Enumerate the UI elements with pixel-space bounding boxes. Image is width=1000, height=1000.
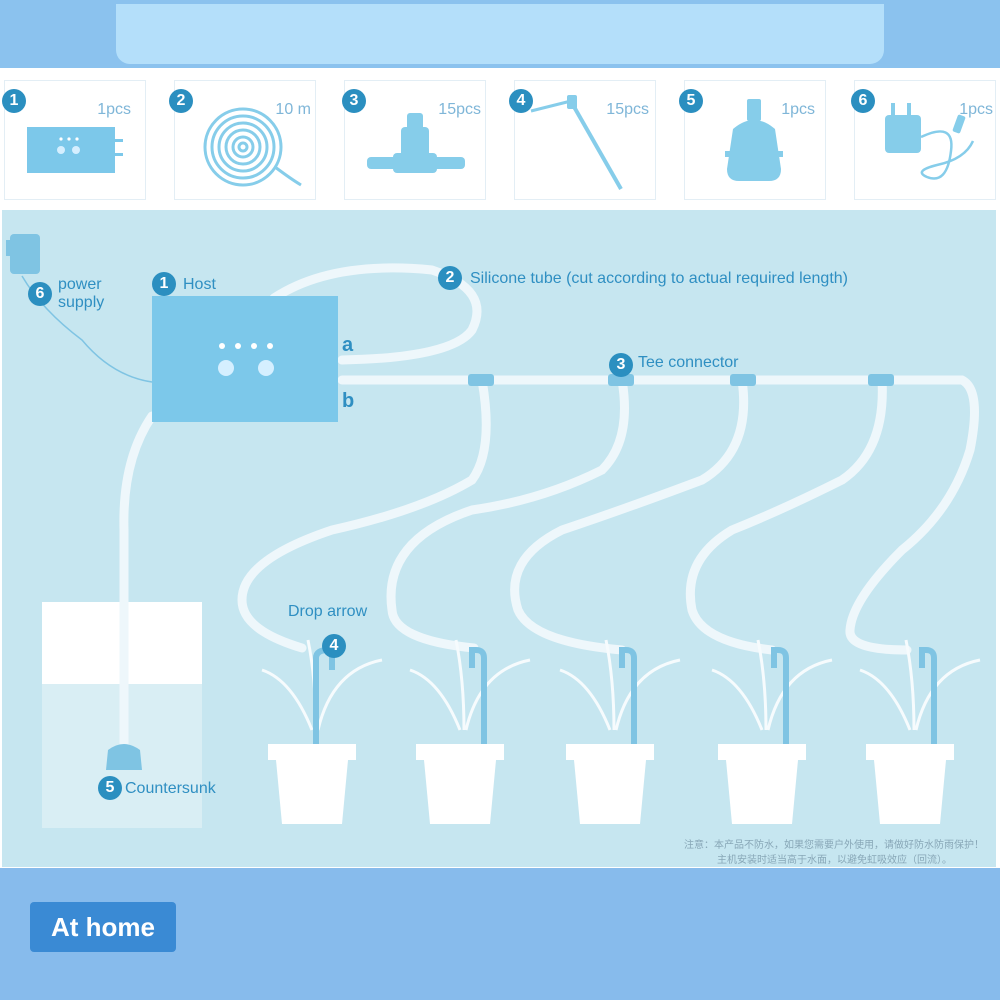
power-adapter-icon — [10, 234, 40, 274]
callout-number: 5 — [98, 776, 122, 800]
part-card-tee: 3 15pcs — [342, 80, 486, 200]
drop-arrow-label: Drop arrow — [288, 603, 368, 620]
part-number: 5 — [679, 89, 703, 113]
host-box-icon — [27, 127, 123, 173]
tee-connectors — [468, 374, 894, 386]
tee-connector-label: Tee connector — [638, 354, 739, 371]
part-number: 3 — [342, 89, 366, 113]
callout-number: 3 — [609, 353, 633, 377]
part-card-tube: 2 10 m — [169, 80, 316, 200]
plant-pots — [261, 639, 981, 824]
warning-note-line2: 主机安装时适当高于水面，以避免虹吸效应（回流）。 — [717, 855, 952, 866]
callout-number: 6 — [28, 282, 52, 306]
part-number: 2 — [169, 89, 193, 113]
parts-list: 1 1pcs 2 10 m 3 15pcs 4 — [0, 68, 1000, 208]
silicone-tubes — [119, 263, 979, 765]
port-b-label: b — [342, 390, 355, 412]
part-quantity: 1pcs — [781, 101, 815, 118]
coiled-tube-icon — [203, 107, 302, 187]
part-quantity: 1pcs — [959, 101, 993, 118]
irrigation-diagram: 6 power supply 1 Host 2 Silicone tube (c… — [2, 210, 996, 867]
top-banner-panel — [116, 4, 884, 64]
part-quantity: 15pcs — [438, 101, 481, 118]
countersunk-label: Countersunk — [125, 780, 216, 797]
part-card-drop-arrow: 4 15pcs — [509, 80, 656, 200]
tee-connector-icon — [367, 113, 465, 173]
part-quantity: 1pcs — [97, 101, 131, 118]
host-unit — [152, 296, 338, 422]
drop-arrow-icon — [530, 95, 623, 190]
power-supply-label-line2: supply — [58, 294, 105, 311]
top-banner — [0, 0, 1000, 68]
host-label: Host — [183, 276, 216, 293]
part-card-power-adapter: 6 1pcs — [851, 80, 996, 200]
port-a-label: a — [342, 334, 354, 356]
diagram-artwork — [6, 234, 981, 828]
bottom-banner: At home — [0, 868, 1000, 1000]
warning-note-line1: 注意：本产品不防水，如果您需要户外使用，请做好防水防雨保护！ — [684, 840, 984, 851]
countersunk-filter-icon — [725, 99, 783, 181]
part-quantity: 10 m — [275, 101, 311, 118]
callout-number: 2 — [438, 266, 462, 290]
part-number: 1 — [2, 89, 26, 113]
power-adapter-icon — [885, 103, 975, 180]
part-number: 6 — [851, 89, 875, 113]
part-number: 4 — [509, 89, 533, 113]
at-home-button[interactable]: At home — [30, 902, 176, 952]
part-card-countersunk: 5 1pcs — [679, 80, 826, 200]
part-quantity: 15pcs — [606, 101, 649, 118]
part-card-host: 1 1pcs — [2, 80, 146, 200]
callout-number: 1 — [152, 272, 176, 296]
callout-number: 4 — [322, 634, 346, 658]
silicone-tube-label: Silicone tube (cut according to actual r… — [470, 270, 848, 287]
countersunk-filter-icon — [106, 744, 142, 770]
power-supply-label: power — [58, 276, 102, 293]
